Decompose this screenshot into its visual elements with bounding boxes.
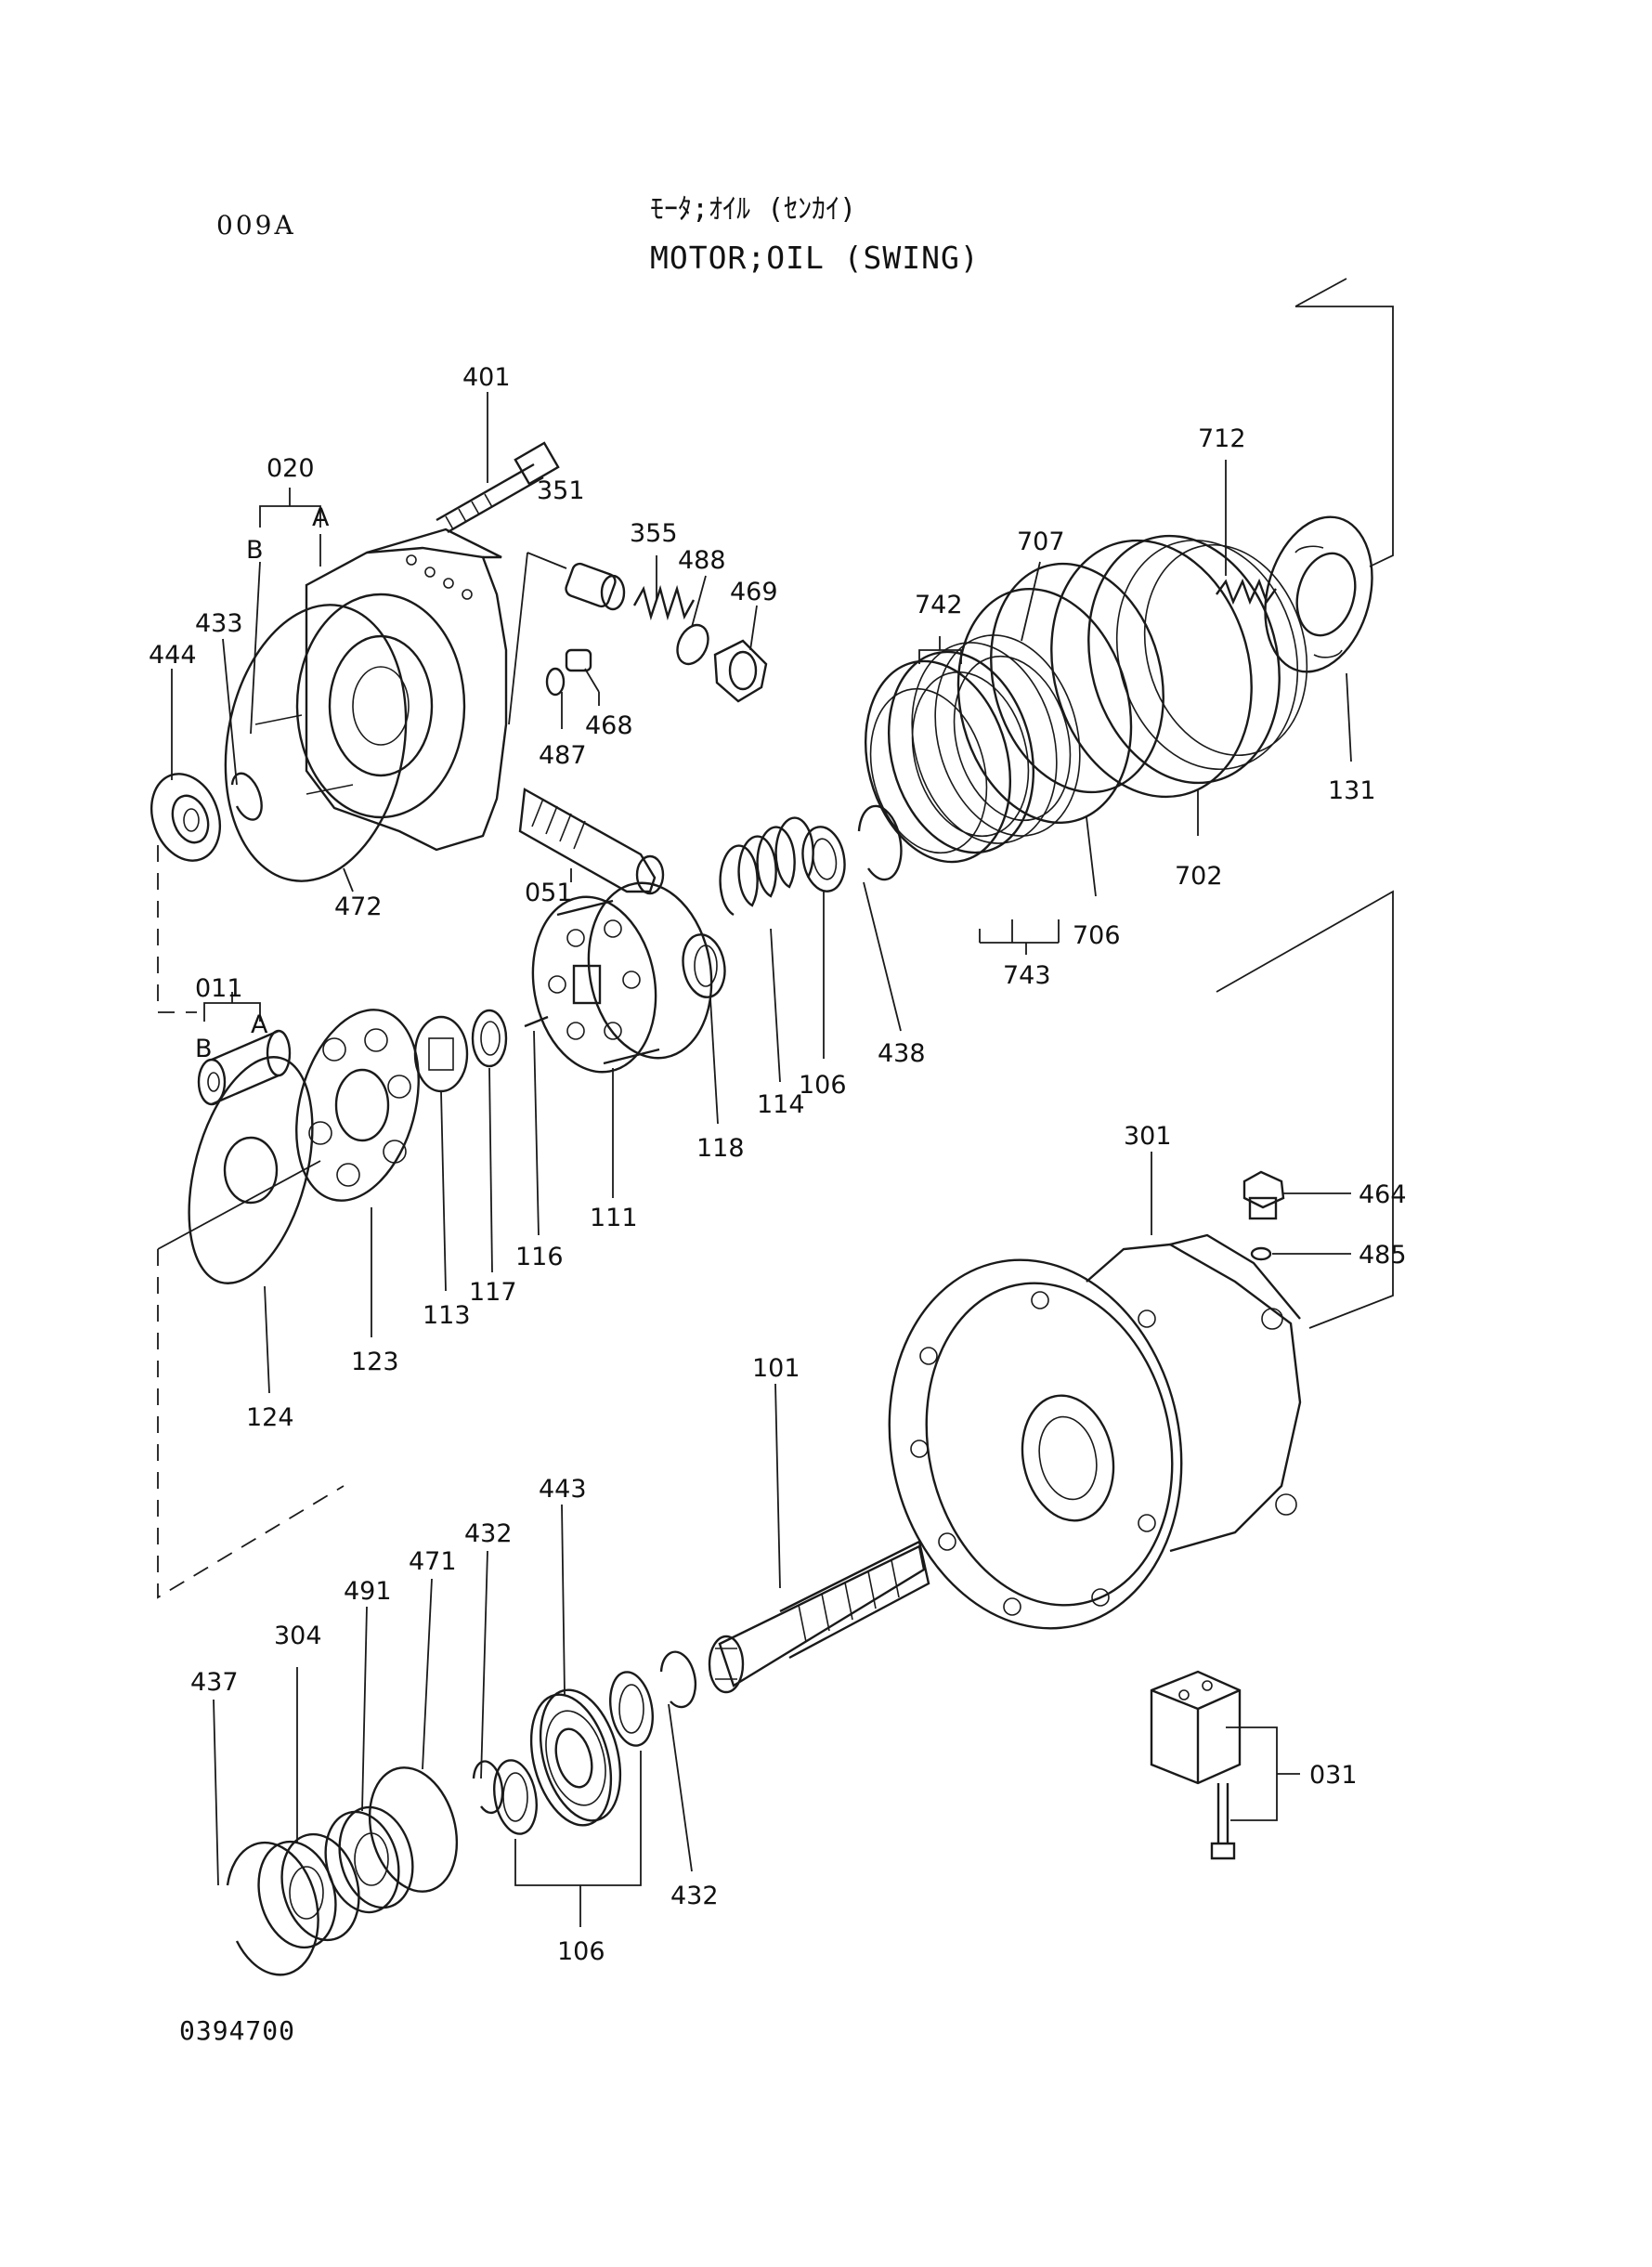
title-english: MOTOR;OIL (SWING) bbox=[650, 240, 980, 276]
reference-lines bbox=[157, 278, 1394, 1599]
part-117-ring bbox=[471, 1009, 508, 1068]
part-111-cylinder-block bbox=[531, 881, 713, 1074]
part-443-bearing bbox=[529, 1688, 622, 1827]
part-471-o-ring bbox=[368, 1766, 459, 1893]
callout-432-upper: 432 bbox=[464, 1519, 513, 1548]
part-106-spacer-a bbox=[801, 826, 846, 892]
callout-437: 437 bbox=[190, 1668, 239, 1697]
callout-485: 485 bbox=[1359, 1241, 1407, 1270]
part-131-valve-plate bbox=[1264, 515, 1373, 673]
callout-011-a: A bbox=[251, 1010, 268, 1039]
part-031-relief-valve bbox=[1150, 1670, 1242, 1860]
page-code: 009A bbox=[216, 210, 296, 241]
part-444-bearing bbox=[150, 773, 221, 862]
callout-114: 114 bbox=[757, 1090, 805, 1119]
part-464-plug bbox=[1242, 1170, 1285, 1220]
callout-301: 301 bbox=[1124, 1122, 1172, 1151]
callout-020-b: B bbox=[246, 536, 264, 565]
callout-432-lower: 432 bbox=[670, 1882, 719, 1910]
part-487-o-ring bbox=[545, 667, 566, 697]
callout-117: 117 bbox=[469, 1278, 517, 1307]
callout-labels: 401 020 A B 351 355 488 469 433 444 468 … bbox=[149, 363, 1407, 1966]
callout-031: 031 bbox=[1309, 1761, 1358, 1790]
part-702-housing-ring bbox=[1050, 534, 1308, 799]
callout-106-lower: 106 bbox=[557, 1937, 605, 1966]
callout-011-b: B bbox=[195, 1035, 213, 1063]
part-106-spacer-pair bbox=[493, 1671, 654, 1835]
part-124-shoe-plate bbox=[188, 1056, 314, 1284]
callout-124: 124 bbox=[246, 1403, 294, 1432]
part-437-snap-ring bbox=[226, 1841, 319, 1976]
part-401-bolt bbox=[436, 441, 560, 534]
callout-707: 707 bbox=[1017, 528, 1065, 556]
callout-488: 488 bbox=[678, 546, 726, 575]
part-472-o-ring bbox=[224, 604, 408, 882]
drawing-number: 0394700 bbox=[179, 2015, 296, 2046]
part-432-snap-ring-left bbox=[472, 1760, 504, 1815]
part-351-plug bbox=[565, 562, 626, 611]
part-123-retainer-plate bbox=[295, 1009, 420, 1202]
callout-743: 743 bbox=[1003, 961, 1051, 990]
part-707-o-ring bbox=[990, 562, 1164, 794]
part-113-spherical-bushing bbox=[413, 1015, 469, 1093]
callout-131: 131 bbox=[1328, 776, 1376, 805]
callout-487: 487 bbox=[539, 741, 587, 770]
callout-742: 742 bbox=[915, 591, 963, 619]
callout-712: 712 bbox=[1198, 424, 1246, 453]
leader-lines bbox=[171, 392, 1352, 1927]
part-011-piston-assembly bbox=[197, 1029, 292, 1106]
callout-020-a: A bbox=[312, 503, 330, 532]
callout-443: 443 bbox=[539, 1475, 587, 1504]
callout-471: 471 bbox=[409, 1547, 457, 1576]
callout-304: 304 bbox=[274, 1622, 322, 1650]
part-438-snap-ring bbox=[857, 804, 903, 881]
callout-118: 118 bbox=[696, 1134, 745, 1163]
part-485-o-ring bbox=[1250, 1246, 1272, 1261]
part-304-cover bbox=[257, 1832, 360, 1949]
part-051-shaft bbox=[518, 788, 665, 895]
callout-351: 351 bbox=[537, 476, 585, 505]
callout-106-upper: 106 bbox=[799, 1071, 847, 1100]
callout-472: 472 bbox=[334, 892, 383, 921]
callout-011: 011 bbox=[195, 974, 243, 1003]
callout-116: 116 bbox=[515, 1243, 564, 1271]
callout-401: 401 bbox=[462, 363, 511, 392]
part-301-body bbox=[888, 1233, 1302, 1630]
part-020-valve-casing bbox=[295, 528, 508, 852]
callout-051: 051 bbox=[525, 879, 573, 907]
callout-101: 101 bbox=[752, 1354, 800, 1383]
part-114-spring bbox=[719, 816, 814, 917]
callout-444: 444 bbox=[149, 641, 197, 670]
part-116-pin bbox=[524, 1015, 549, 1028]
part-488-o-ring bbox=[676, 623, 709, 666]
callout-355: 355 bbox=[630, 519, 678, 548]
callout-111: 111 bbox=[590, 1204, 638, 1232]
part-743-separator-plates bbox=[869, 655, 1072, 854]
callout-433: 433 bbox=[195, 609, 243, 638]
callout-469: 469 bbox=[730, 578, 778, 606]
callout-464: 464 bbox=[1359, 1180, 1407, 1209]
callout-491: 491 bbox=[344, 1577, 392, 1606]
part-433-snap-ring bbox=[230, 772, 263, 821]
part-101-drive-shaft bbox=[708, 1540, 930, 1694]
callout-113: 113 bbox=[423, 1301, 471, 1330]
title-japanese: ﾓｰﾀ;ｵｲﾙ (ｾﾝｶｲ) bbox=[650, 193, 857, 226]
part-469-plug bbox=[713, 639, 768, 703]
part-706-o-ring bbox=[956, 587, 1133, 825]
callout-468: 468 bbox=[585, 711, 633, 740]
callout-123: 123 bbox=[351, 1348, 399, 1376]
part-432-snap-ring-right bbox=[659, 1650, 697, 1709]
callout-438: 438 bbox=[878, 1039, 926, 1068]
callout-702: 702 bbox=[1175, 862, 1223, 891]
part-468-plug bbox=[565, 648, 592, 672]
callout-020: 020 bbox=[267, 454, 315, 483]
callout-706: 706 bbox=[1073, 921, 1121, 950]
part-355-spring bbox=[632, 584, 696, 621]
part-742-friction-plates bbox=[864, 634, 1081, 864]
